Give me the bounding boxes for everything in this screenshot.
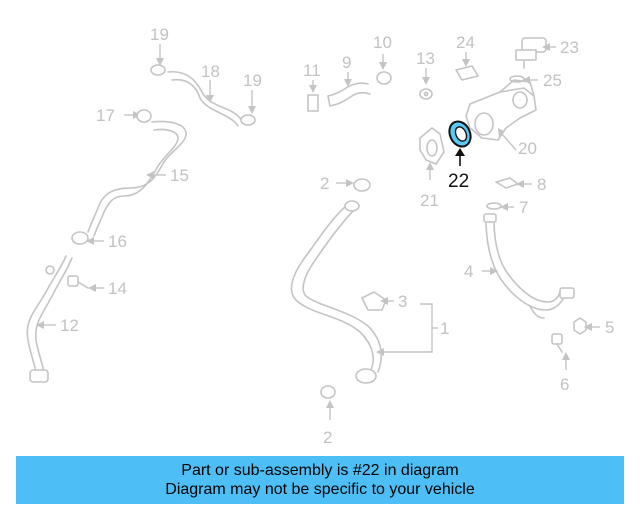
- callout-24: 24: [456, 33, 475, 52]
- banner-line-1: Part or sub-assembly is #22 in diagram: [181, 462, 459, 479]
- callout-6: 6: [560, 375, 569, 394]
- callout-11: 11: [303, 61, 321, 80]
- callout-10: 10: [373, 33, 392, 52]
- callout-19-left: 19: [150, 25, 169, 44]
- part-8-clip: [495, 177, 532, 189]
- callout-19-right: 19: [243, 71, 262, 90]
- part-17-clamp: [124, 109, 152, 123]
- part-22-seal-highlighted: [448, 120, 472, 166]
- callout-16: 16: [108, 232, 127, 251]
- callout-4: 4: [464, 262, 473, 281]
- callout-25: 25: [543, 71, 562, 90]
- part-10-clamp: [376, 54, 392, 85]
- callout-13: 13: [416, 49, 435, 68]
- part-14-bolt: [67, 275, 104, 292]
- part-11: [307, 80, 319, 112]
- banner-line-2: Diagram may not be specific to your vehi…: [165, 481, 475, 498]
- callout-20: 20: [518, 139, 537, 158]
- part-6-bolt: [551, 333, 570, 370]
- part-24-clip: [455, 52, 479, 81]
- part-13-washer: [419, 68, 433, 100]
- callout-18: 18: [201, 62, 220, 81]
- callout-7: 7: [519, 198, 528, 217]
- part-15-hose: [87, 120, 187, 237]
- part-4-pipe: [482, 213, 575, 319]
- callout-9: 9: [342, 53, 351, 72]
- part-21-gasket: [419, 127, 445, 180]
- part-5-nut: [573, 317, 600, 335]
- part-3-bracket: [361, 291, 394, 311]
- info-banner: Part or sub-assembly is #22 in diagram D…: [16, 456, 624, 504]
- callout-8: 8: [537, 175, 546, 194]
- part-2-clamp-upper: [336, 178, 371, 192]
- callout-12: 12: [60, 316, 79, 335]
- part-23-sensor: [515, 37, 556, 69]
- part-20-housing: [465, 79, 537, 151]
- callout-21: 21: [420, 191, 439, 210]
- callout-2-lower: 2: [323, 428, 332, 447]
- part-19-clamp-left: [150, 44, 166, 76]
- callout-23: 23: [560, 38, 579, 57]
- callout-17: 17: [96, 106, 115, 125]
- part-1-hose: [290, 200, 438, 384]
- callout-5: 5: [605, 318, 614, 337]
- part-19-clamp-right: [240, 90, 256, 126]
- part-18-hose: [167, 70, 243, 127]
- part-2-clamp-lower: [320, 385, 336, 420]
- callout-3: 3: [398, 292, 407, 311]
- callout-1: 1: [440, 319, 449, 338]
- part-9-hose: [327, 72, 371, 107]
- part-7-oring: [486, 202, 514, 211]
- callout-2-upper: 2: [320, 174, 329, 193]
- callout-14: 14: [108, 279, 127, 298]
- part-16-clamp: [71, 231, 104, 245]
- part-12-pipe: [26, 255, 73, 383]
- callout-15: 15: [170, 166, 189, 185]
- callout-22-highlighted: 22: [448, 171, 469, 192]
